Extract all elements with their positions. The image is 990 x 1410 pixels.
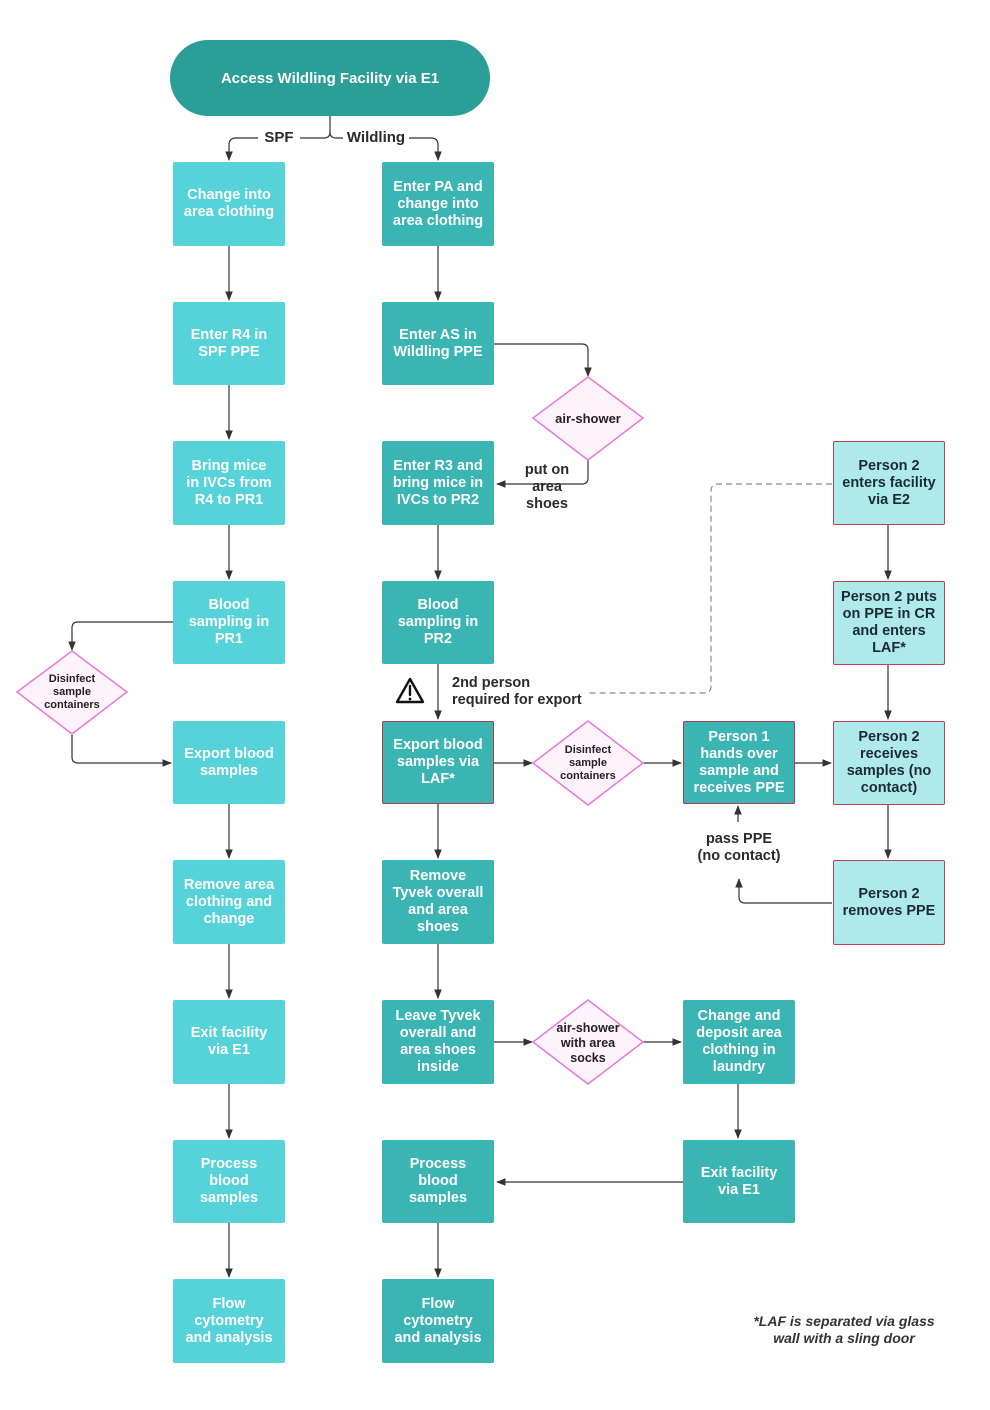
- decision-disinfect-wildling: [531, 720, 645, 806]
- label-put-on-area-shoes: put on area shoes: [524, 462, 570, 512]
- person2-puts-on-ppe: Person 2 puts on PPE in CR and enters LA…: [833, 581, 945, 665]
- spf-step-bring-mice: Bring mice in IVCs from R4 to PR1: [173, 441, 285, 525]
- branch-label-spf: SPF: [258, 129, 300, 146]
- decision-air-shower: [531, 376, 645, 461]
- wildling-step-leave-tyvek: Leave Tyvek overall and area shoes insid…: [382, 1000, 494, 1084]
- wildling-step-exit-e1: Exit facility via E1: [683, 1140, 795, 1223]
- wildling-step-blood-sampling: Blood sampling in PR2: [382, 581, 494, 664]
- decision-disinfect-spf-text: Disinfect sample containers: [44, 672, 100, 711]
- spf-step-remove-clothing: Remove area clothing and change: [173, 860, 285, 944]
- label-second-person: 2nd person required for export: [452, 675, 582, 708]
- wildling-step-enter-pa: Enter PA and change into area clothing: [382, 162, 494, 246]
- spf-step-export-samples: Export blood samples: [173, 721, 285, 804]
- decision-air-shower-text: air-shower: [555, 410, 621, 426]
- label-pass-ppe: pass PPE (no contact): [697, 831, 781, 864]
- decision-disinfect-wildling-text: Disinfect sample containers: [560, 743, 616, 782]
- wildling-step-process-samples: Process blood samples: [382, 1140, 494, 1223]
- person2-enters-facility: Person 2 enters facility via E2: [833, 441, 945, 525]
- decision-air-shower-socks: [531, 999, 645, 1085]
- decision-air-shower-socks-text: air-shower with area socks: [556, 1020, 620, 1065]
- spf-step-change-clothing: Change into area clothing: [173, 162, 285, 246]
- branch-label-wildling: Wildling: [343, 129, 409, 146]
- warning-icon: [395, 677, 425, 704]
- spf-step-blood-sampling: Blood sampling in PR1: [173, 581, 285, 664]
- person2-receives-samples: Person 2 receives samples (no contact): [833, 721, 945, 805]
- wildling-step-remove-tyvek: Remove Tyvek overall and area shoes: [382, 860, 494, 944]
- spf-step-enter-r4: Enter R4 in SPF PPE: [173, 302, 285, 385]
- person1-handover: Person 1 hands over sample and receives …: [683, 721, 795, 804]
- spf-step-exit-facility: Exit facility via E1: [173, 1000, 285, 1084]
- wildling-step-enter-r3: Enter R3 and bring mice in IVCs to PR2: [382, 441, 494, 525]
- spf-step-flow-cytometry: Flow cytometry and analysis: [173, 1279, 285, 1363]
- decision-disinfect-spf: [15, 650, 129, 735]
- wildling-step-change-deposit: Change and deposit area clothing in laun…: [683, 1000, 795, 1084]
- footnote: *LAF is separated via glass wall with a …: [753, 1313, 935, 1346]
- start-terminal: Access Wildling Facility via E1: [170, 40, 490, 116]
- wildling-step-export-laf: Export blood samples via LAF*: [382, 721, 494, 804]
- spf-step-process-samples: Process blood samples: [173, 1140, 285, 1223]
- person2-removes-ppe: Person 2 removes PPE: [833, 860, 945, 945]
- wildling-step-flow-cytometry: Flow cytometry and analysis: [382, 1279, 494, 1363]
- wildling-step-enter-as: Enter AS in Wildling PPE: [382, 302, 494, 385]
